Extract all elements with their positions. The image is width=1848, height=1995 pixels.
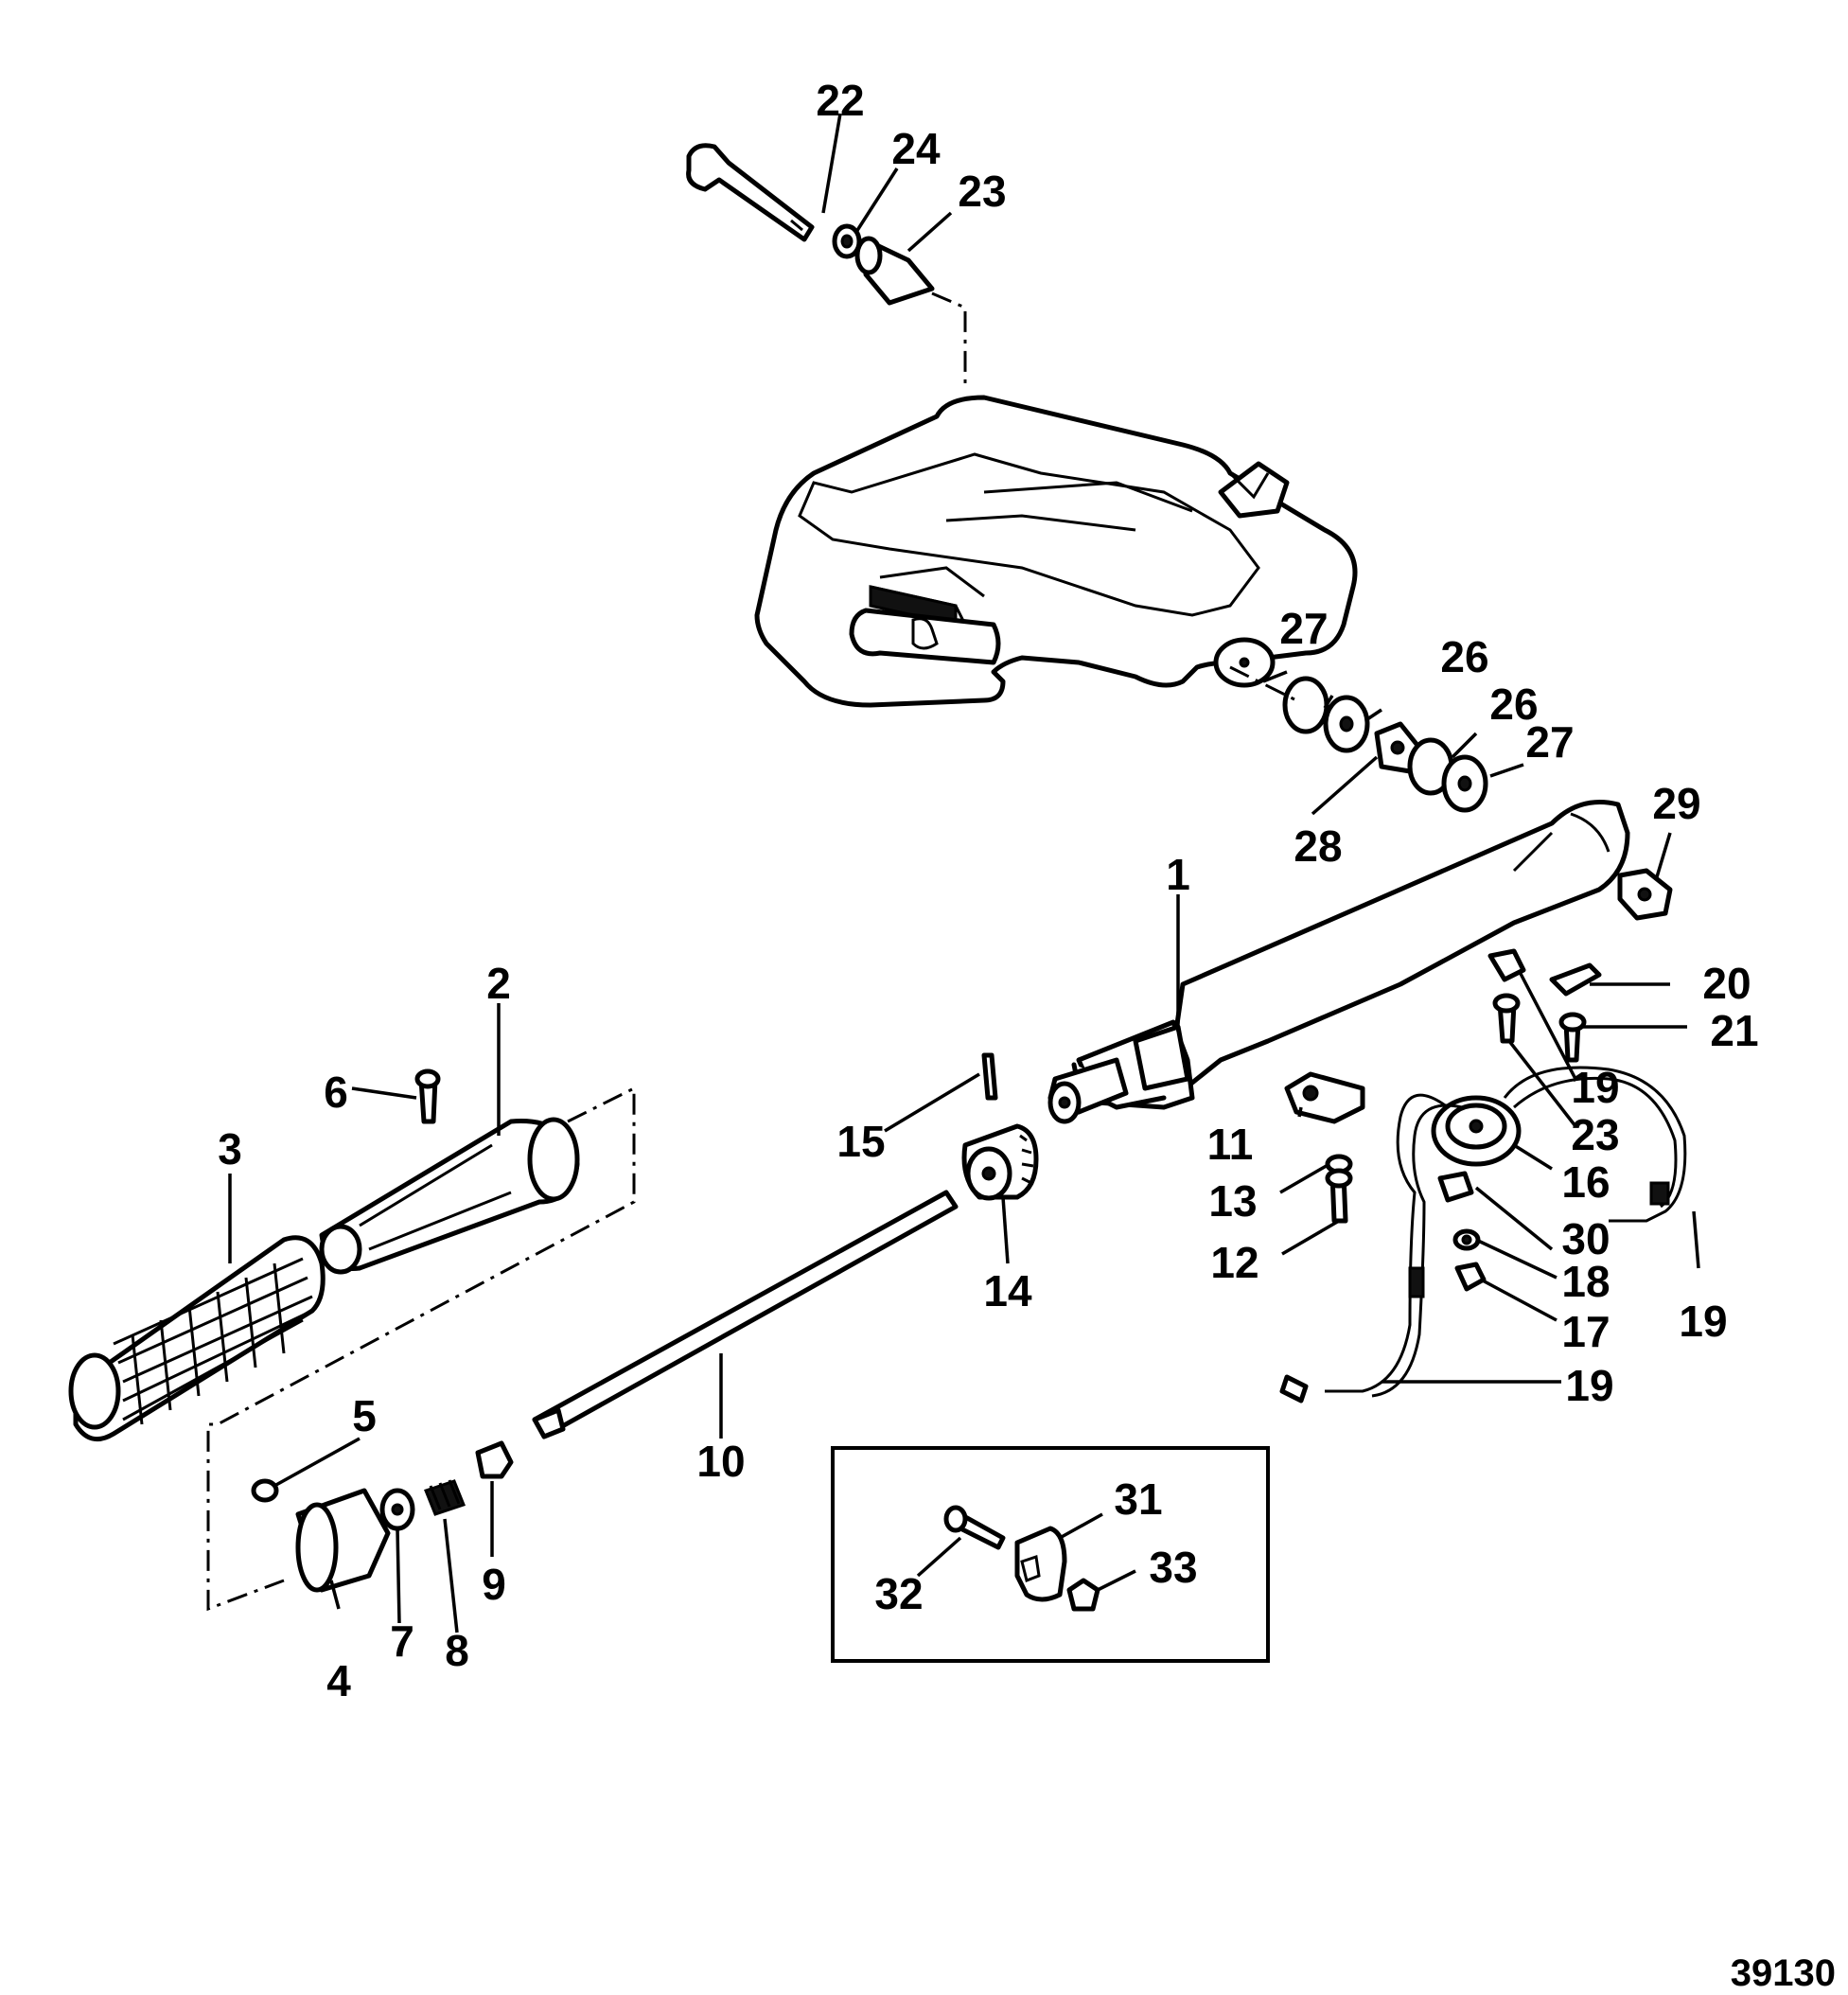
callout-29: 29 [1652,779,1700,828]
pivot-bushing [854,236,935,306]
callout-20: 19 [1571,1063,1619,1112]
callout-14: 14 [983,1266,1032,1315]
callout-27-upper: 27 [1279,604,1328,653]
callout-27-lower: 27 [1525,717,1574,767]
throttle-shaft [532,1190,959,1439]
bracket-screw [1325,1168,1353,1224]
callout-6: 6 [324,1068,348,1117]
figure-number: 39130 [1731,1952,1836,1994]
callout-25: 24 [891,124,941,173]
callout-4: 4 [326,1656,351,1705]
callout-5: 5 [352,1391,377,1440]
callout-26-upper: 26 [1440,632,1488,681]
callout-9: 9 [482,1560,506,1609]
callout-31: 31 [1114,1474,1162,1524]
callout-26-lower: 26 [1489,680,1538,729]
callout-21: 20 [1702,959,1751,1008]
callout-11: 11 [1207,1120,1254,1169]
pivot-washer [832,223,862,259]
grip-screw [414,1068,441,1124]
callout-17: 17 [1561,1307,1610,1356]
tiller-arm [1047,800,1630,1124]
pivot-pin [686,143,815,242]
callout-3: 3 [218,1124,242,1174]
grip-sleeve [319,1117,580,1275]
friction-washers [1282,676,1488,813]
spring [424,1479,466,1516]
thrust-nut [475,1440,514,1479]
callout-7: 7 [390,1616,414,1666]
stop-switch [1431,1095,1522,1167]
callout-23-top: 23 [958,167,1006,216]
inset-box [831,1446,1270,1663]
stop-button-bracket [1284,1071,1365,1124]
callout-2: 2 [486,959,511,1008]
switch-screws [1492,993,1587,1063]
callout-33: 33 [1149,1543,1197,1592]
clamp-screw [943,1505,1006,1550]
leader-lines [228,113,1700,1633]
callout-18: 18 [1561,1257,1610,1306]
callout-8: 8 [445,1626,469,1675]
callout-12: 12 [1210,1238,1258,1287]
callout-23-bottom: 23 [1571,1110,1619,1159]
callout-22: 21 [1710,1006,1758,1055]
throttle-pin [981,1052,998,1101]
cap-screw [251,1478,279,1503]
tiller-nut [1617,868,1673,921]
spring-washer [379,1488,415,1531]
callout-16: 16 [1561,1157,1610,1207]
callout-labels: 22 24 23 27 26 26 27 28 29 1 2 6 3 5 7 8… [218,76,1758,1705]
callout-1: 1 [1166,850,1190,899]
grip [68,1235,326,1442]
switch-nuts [1437,1171,1487,1292]
callout-24: 22 [816,76,864,125]
callout-30: 30 [1561,1214,1610,1263]
callout-28: 28 [1294,821,1342,871]
throttle-gear [961,1123,1039,1201]
tiller-bracket [754,395,1358,708]
throttle-cap [295,1488,391,1593]
clamp-nut [1066,1578,1100,1612]
callout-10: 10 [696,1437,745,1486]
switch-clips [1487,948,1602,997]
callout-15: 15 [836,1117,885,1166]
callout-19-right: 19 [1679,1297,1727,1346]
callout-19-lower: 19 [1565,1361,1613,1410]
clamp-block [1014,1526,1067,1602]
callout-13: 13 [1208,1176,1257,1226]
stop-switch-leads [1279,1066,1687,1404]
callout-32: 32 [874,1569,923,1618]
